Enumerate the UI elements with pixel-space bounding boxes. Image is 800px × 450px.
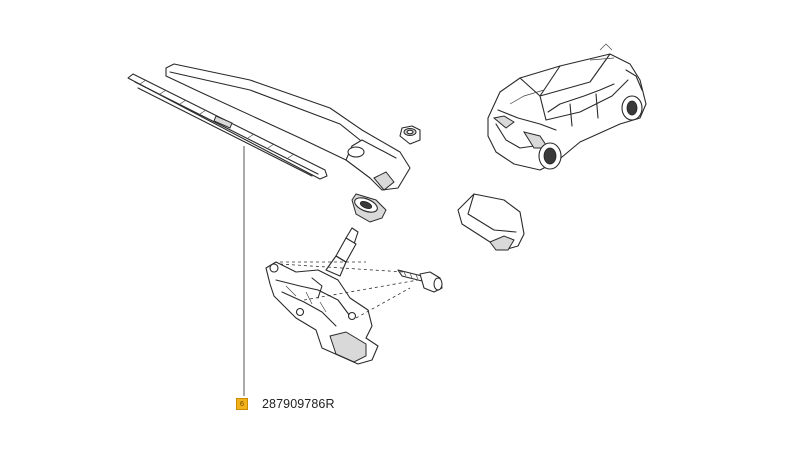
part-callout[interactable]: 6 287909786R (236, 396, 335, 412)
arm-nut[interactable] (399, 125, 421, 145)
part-number-link[interactable]: 287909786R (262, 397, 335, 411)
motor-shaft (325, 227, 359, 277)
arm-cover-cap[interactable] (457, 193, 525, 251)
wiper-arm[interactable] (165, 63, 411, 191)
wiper-blade[interactable] (127, 73, 328, 180)
shaft-seal[interactable] (351, 193, 387, 223)
wiper-motor[interactable] (265, 261, 379, 365)
car-illustration (487, 43, 647, 171)
mounting-bolt[interactable] (397, 269, 443, 293)
callout-square-icon[interactable]: 6 (236, 398, 248, 410)
assembly-guide-lines (279, 261, 419, 319)
